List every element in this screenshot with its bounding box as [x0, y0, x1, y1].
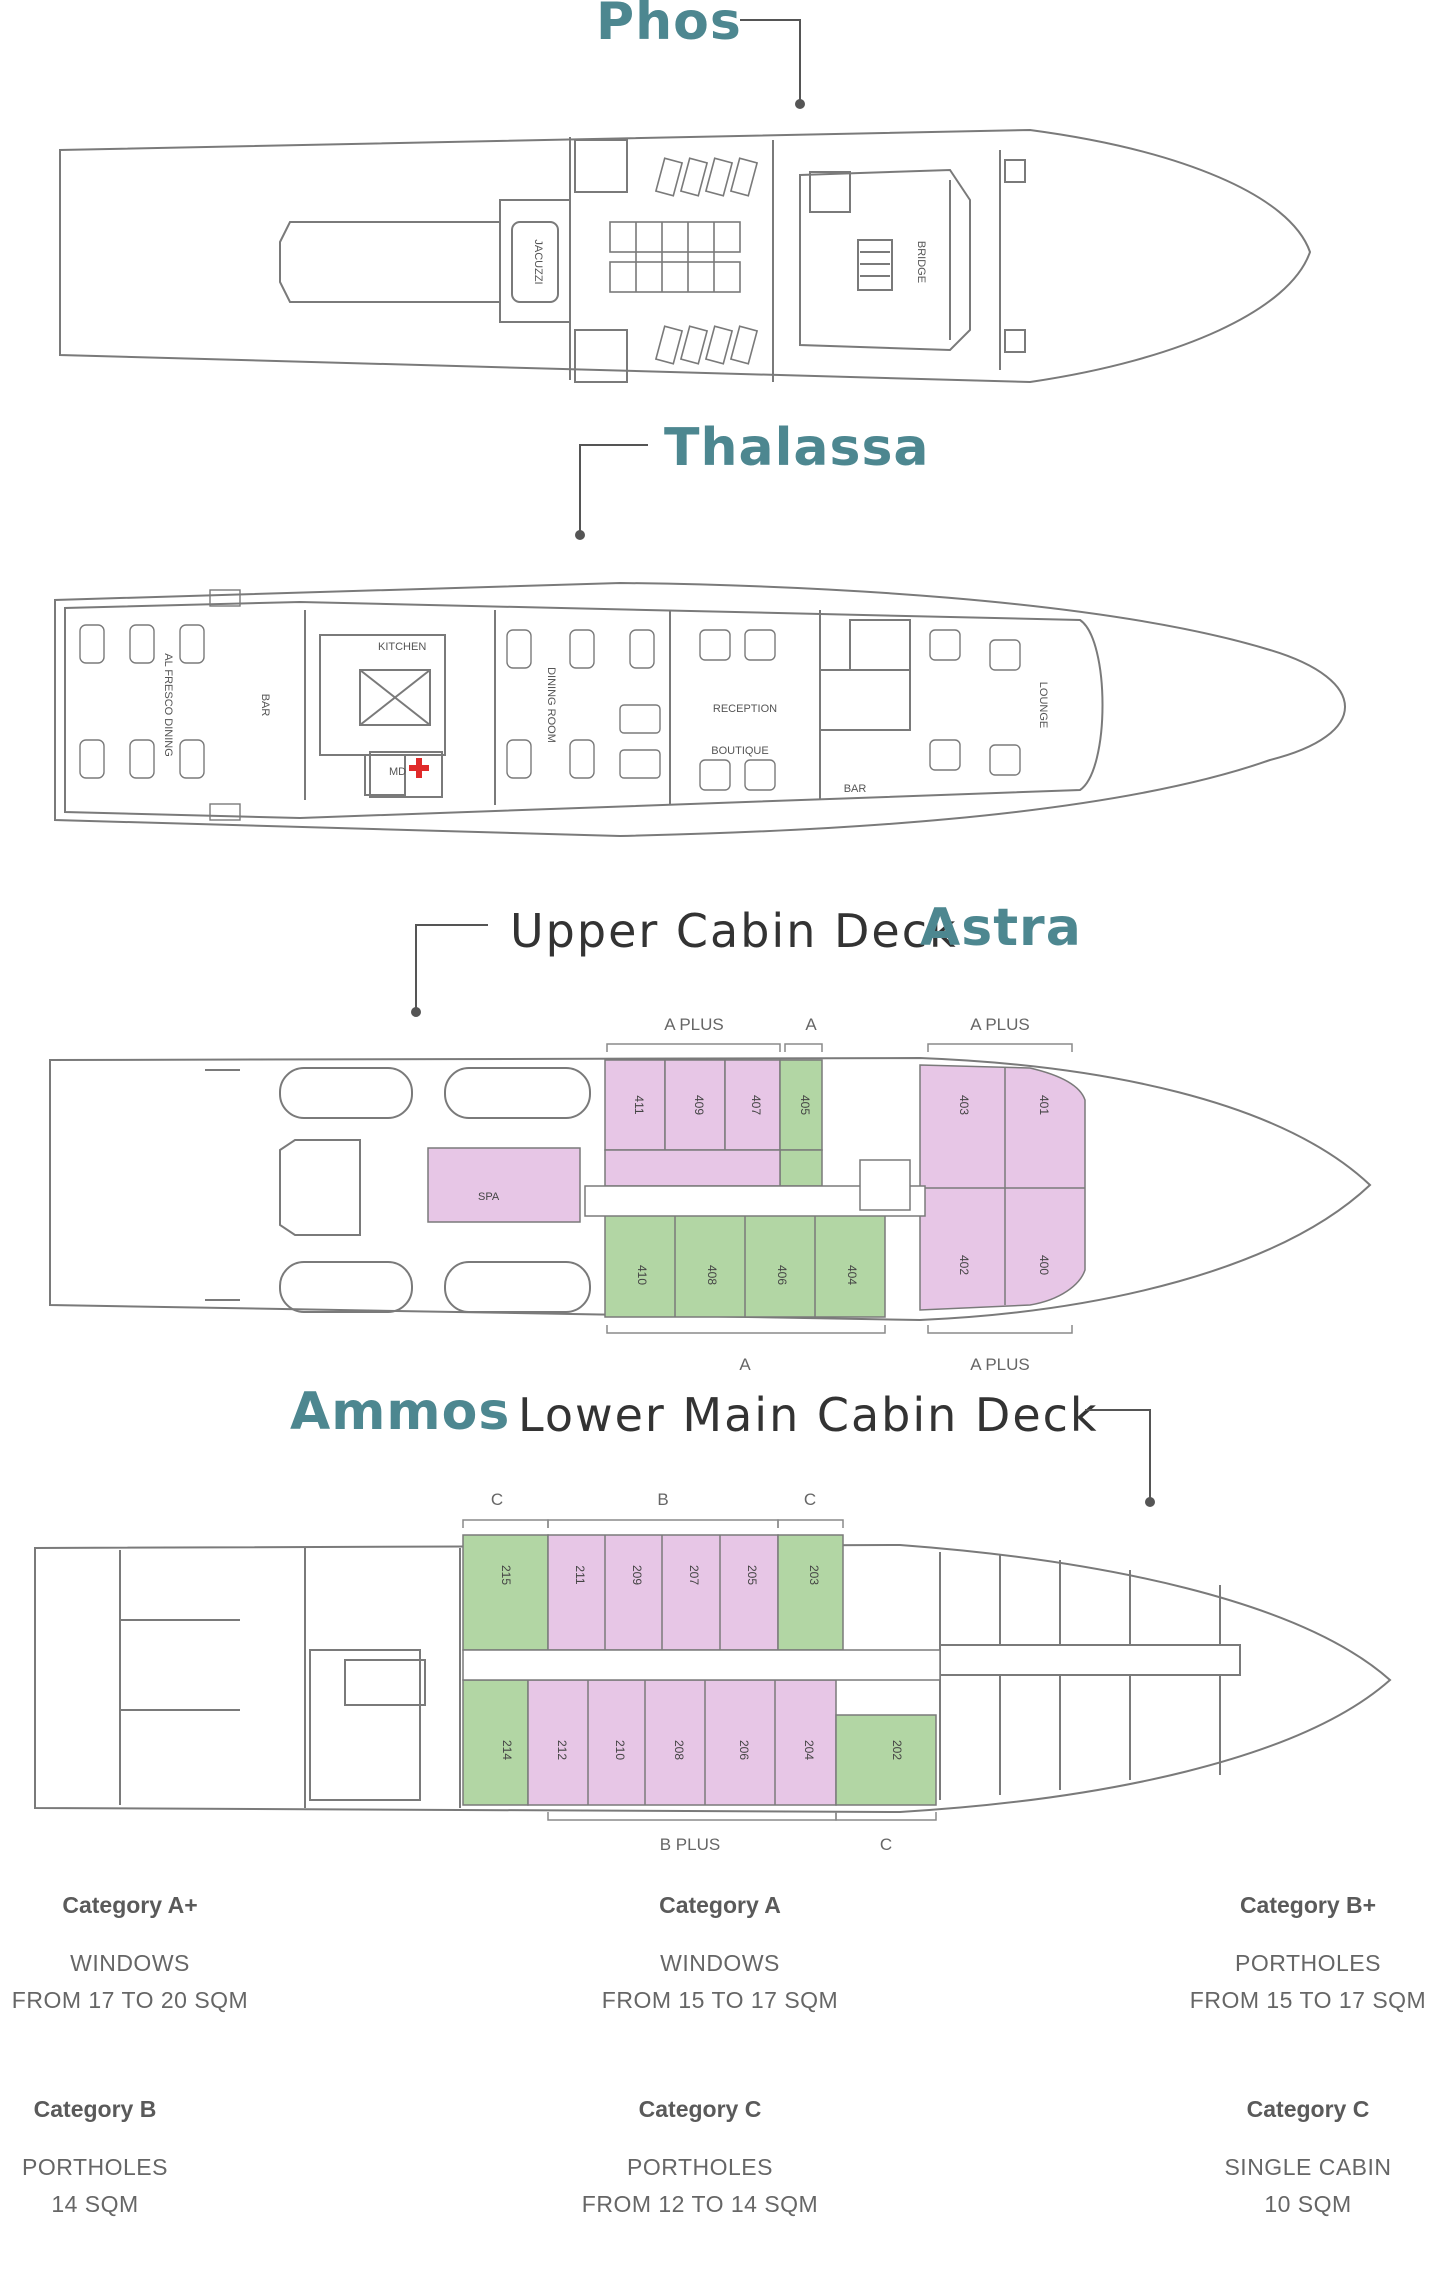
astra-bracket-lines [606, 1043, 1073, 1334]
legend-line1: PORTHOLES [1235, 1950, 1381, 1976]
legend-category-b-plus: Category B+ PORTHOLES FROM 15 TO 17 SQM [1098, 1892, 1450, 2019]
cabin-410: 410 [635, 1265, 649, 1285]
phos-bridge-label: BRIDGE [915, 241, 927, 283]
legend-line2: FROM 15 TO 17 SQM [1189, 1987, 1427, 2013]
cabin-207: 207 [687, 1565, 701, 1585]
astra-top-label-1: A PLUS [664, 1015, 724, 1034]
phos-deck [59, 128, 1312, 384]
cabin-212: 212 [555, 1740, 569, 1760]
thalassa-bar-fwd-label: BAR [844, 783, 867, 795]
cabin-403: 403 [957, 1095, 971, 1115]
cabin-214: 214 [500, 1740, 514, 1760]
astra-cabins [427, 1059, 1086, 1318]
legend-line2: FROM 17 TO 20 SQM [11, 1987, 249, 2013]
deck-title-thalassa: Thalassa [664, 418, 930, 478]
legend-line2: FROM 12 TO 14 SQM [581, 2191, 819, 2217]
cabin-411: 411 [632, 1095, 646, 1114]
phos-leader [740, 19, 801, 104]
thalassa-deck [54, 581, 1346, 838]
legend-category-a-plus: Category A+ WINDOWS FROM 17 TO 20 SQM [0, 1892, 340, 2019]
legend-name: Category A [659, 1892, 781, 1918]
legend-category-c: Category C PORTHOLES FROM 12 TO 14 SQM [490, 2096, 910, 2223]
thalassa-boutique-label: BOUTIQUE [711, 745, 768, 757]
legend-name: Category A+ [62, 1892, 198, 1918]
astra-deck [49, 1056, 1372, 1322]
thalassa-lounge-label: LOUNGE [1037, 682, 1049, 728]
cabin-407: 407 [749, 1095, 763, 1115]
ammos-cabins [462, 1534, 941, 1806]
cabin-205: 205 [745, 1565, 759, 1585]
cabin-202: 202 [890, 1740, 904, 1760]
legend-line2: 10 SQM [1264, 2191, 1352, 2217]
ammos-bottom-label-2: C [880, 1835, 892, 1850]
thalassa-md-label: MD [389, 766, 406, 778]
astra-top-label-2: A [805, 1015, 817, 1034]
astra-bottom-label-1: A [739, 1355, 751, 1374]
deck-title-phos: Phos [596, 0, 742, 52]
cabin-211: 211 [573, 1565, 587, 1584]
cabin-402: 402 [957, 1255, 971, 1275]
phos-jacuzzi-label: JACUZZI [532, 239, 544, 284]
deck-plans: JACUZZI BRIDGE KITCHEN AL FR [34, 19, 1392, 1850]
legend-category-a: Category A WINDOWS FROM 15 TO 17 SQM [510, 1892, 930, 2019]
thalassa-reception-label: RECEPTION [713, 703, 777, 715]
deck-subtitle-astra: Upper Cabin Deck [510, 904, 958, 958]
thalassa-kitchen-label: KITCHEN [378, 641, 426, 653]
cabin-203: 203 [807, 1565, 821, 1585]
legend-name: Category B [33, 2096, 157, 2122]
cabin-215: 215 [499, 1565, 513, 1585]
legend-line2: FROM 15 TO 17 SQM [601, 1987, 839, 2013]
deck-subtitle-ammos: Lower Main Cabin Deck [518, 1388, 1099, 1442]
legend-category-c-single: Category C SINGLE CABIN 10 SQM [1098, 2096, 1450, 2223]
legend-name: Category C [1246, 2096, 1370, 2122]
thalassa-leader [579, 444, 648, 535]
cabin-208: 208 [672, 1740, 686, 1760]
thalassa-dining-label: DINING ROOM [545, 667, 557, 743]
legend-name: Category C [638, 2096, 762, 2122]
cabin-400: 400 [1037, 1255, 1051, 1275]
cabin-209: 209 [630, 1565, 644, 1585]
ammos-bottom-label-1: B PLUS [660, 1835, 720, 1850]
ammos-top-label-2: B [657, 1490, 668, 1509]
legend-line1: WINDOWS [70, 1950, 190, 1976]
legend-line1: PORTHOLES [22, 2154, 168, 2180]
astra-bottom-label-2: A PLUS [970, 1355, 1030, 1374]
thalassa-bar-aft-label: BAR [259, 694, 271, 717]
ammos-top-label-1: C [491, 1490, 503, 1509]
legend-line2: 14 SQM [51, 2191, 139, 2217]
astra-top-label-3: A PLUS [970, 1015, 1030, 1034]
cabin-206: 206 [737, 1740, 751, 1760]
legend-line1: WINDOWS [660, 1950, 780, 1976]
cabin-408: 408 [705, 1265, 719, 1285]
cabin-405: 405 [798, 1095, 812, 1115]
legend-name: Category B+ [1239, 1892, 1377, 1918]
deck-title-astra: Astra [920, 898, 1082, 958]
deck-title-ammos: Ammos [290, 1382, 511, 1442]
astra-spa-label: SPA [478, 1191, 500, 1203]
legend-line1: PORTHOLES [627, 2154, 773, 2180]
legend-line1: SINGLE CABIN [1224, 2154, 1392, 2180]
cabin-406: 406 [775, 1265, 789, 1285]
ammos-top-label-3: C [804, 1490, 816, 1509]
cabin-204: 204 [802, 1740, 816, 1760]
ammos-leader [1085, 1409, 1151, 1502]
ammos-deck [34, 1543, 1392, 1814]
cabin-404: 404 [845, 1265, 859, 1285]
ammos-bracket-lines [462, 1519, 937, 1821]
astra-leader [415, 924, 488, 1012]
medical-cross-icon [409, 758, 429, 778]
cabin-401: 401 [1037, 1095, 1051, 1115]
cabin-409: 409 [692, 1095, 706, 1115]
thalassa-alfresco-label: AL FRESCO DINING [162, 653, 174, 757]
legend-category-b: Category B PORTHOLES 14 SQM [0, 2096, 305, 2223]
cabin-210: 210 [613, 1740, 627, 1760]
